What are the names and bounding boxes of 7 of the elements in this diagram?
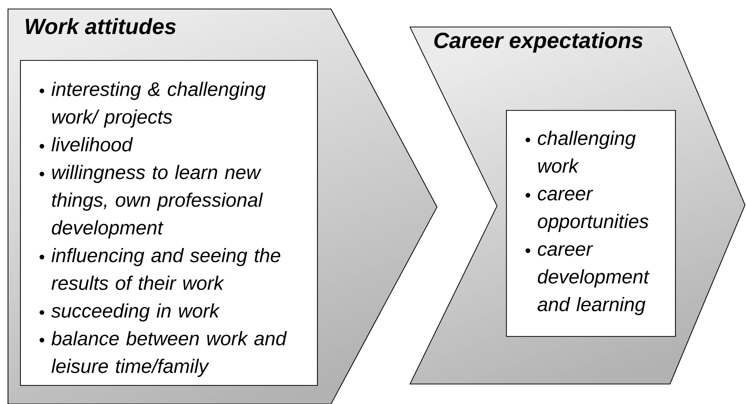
list-box — [506, 110, 676, 337]
list-item: livelihood — [52, 137, 133, 152]
list-item: succeeding in work — [51, 303, 220, 322]
list-item: balance between work and leisure time/family — [51, 331, 287, 377]
list-item: career opportunities — [538, 190, 648, 232]
list-item: career development and learning — [538, 245, 650, 316]
list-box — [20, 60, 318, 386]
